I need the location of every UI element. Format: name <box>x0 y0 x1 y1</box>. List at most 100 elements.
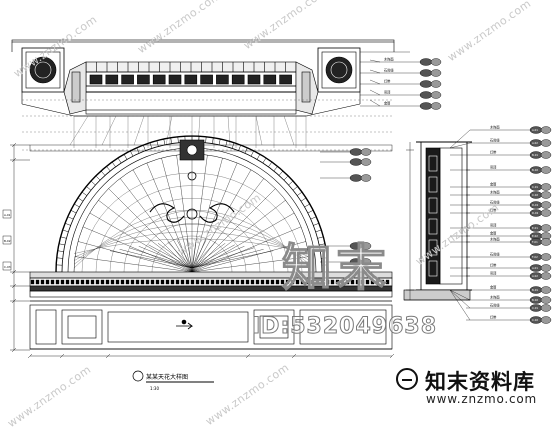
dentil <box>151 280 154 284</box>
right-callout-label: 石膏线 <box>490 252 500 257</box>
top-callout-label: 吊顶 <box>384 91 391 95</box>
callout-leader <box>370 90 380 95</box>
callout-tag <box>350 159 362 166</box>
callout-tag <box>420 59 432 66</box>
callout-tag <box>541 140 551 147</box>
watermark-logo-text: 知末 <box>282 228 390 300</box>
arch-bead <box>257 154 260 159</box>
callout-tag <box>420 81 432 88</box>
arch-bead <box>68 217 73 219</box>
callout-tag <box>431 70 441 77</box>
callout-tag <box>431 103 441 110</box>
callout-tag-code: D-01 <box>532 203 539 207</box>
right-callout-label: 木饰面 <box>490 190 500 195</box>
coffer <box>106 75 118 84</box>
right-callout-label: 吊顶 <box>490 166 497 170</box>
arch-bead <box>150 143 152 149</box>
arch-bead <box>164 139 165 145</box>
dentil <box>206 280 209 284</box>
arch-bead <box>118 158 121 163</box>
dentil <box>271 280 274 284</box>
dentil <box>51 280 54 284</box>
top-callout-label: 木饰面 <box>384 57 394 62</box>
callout-tag-code: C-01 <box>532 185 538 189</box>
callout-tag-code: F-01 <box>532 240 538 244</box>
callout-tag <box>361 149 371 156</box>
dentil <box>66 280 69 284</box>
dentil <box>116 280 119 284</box>
arch-bead <box>178 137 179 143</box>
callout-tag <box>541 192 551 199</box>
callout-tag <box>541 265 551 272</box>
dentil <box>36 280 39 284</box>
arch-bead <box>96 176 100 180</box>
coffer <box>122 75 134 84</box>
dentil <box>266 280 269 284</box>
right-callout-label: 吊顶 <box>490 224 497 228</box>
arch-bead <box>245 148 247 153</box>
fan-line <box>192 251 273 268</box>
callout-tag-code: A-01 <box>532 128 538 132</box>
arch-bead <box>65 223 71 225</box>
coffer <box>201 75 213 84</box>
left-tag-label: B-02 <box>4 239 11 243</box>
dentil <box>201 280 204 284</box>
arch-bead <box>289 181 293 185</box>
arch-bead <box>297 192 302 196</box>
dentil <box>246 280 249 284</box>
dentil <box>106 280 109 284</box>
arch-bead <box>293 186 298 190</box>
callout-tag <box>541 202 551 209</box>
callout-tag <box>541 210 551 217</box>
callout-tag <box>431 92 441 99</box>
arch-bead <box>251 151 254 156</box>
guide-line <box>284 116 294 145</box>
top-callout-label: 金箔 <box>384 101 390 106</box>
dentil <box>196 280 199 284</box>
brand-url: www.znzmo.com <box>426 392 537 406</box>
drawing-title-block: 某某天花大样图 1:30 <box>133 371 214 391</box>
guide-line <box>256 116 262 145</box>
arch-bead <box>263 158 266 163</box>
callout-tag <box>541 127 551 134</box>
callout-leader <box>370 80 380 84</box>
callout-tag-code: A-01 <box>532 266 538 270</box>
top-callout-label: 石膏线 <box>384 68 394 73</box>
arch-bead <box>239 145 241 151</box>
callout-tag-code: B-01 <box>532 153 538 157</box>
arch-bead <box>206 137 207 143</box>
right-section <box>404 142 472 300</box>
guide-line <box>102 116 116 145</box>
top-section <box>12 40 394 116</box>
dentil <box>276 280 279 284</box>
fan-line <box>192 249 264 268</box>
callout-tag <box>541 167 551 174</box>
coffer <box>169 75 181 84</box>
callout-tag-code: A-02 <box>532 141 538 145</box>
right-callout-label: 灯带 <box>490 150 497 155</box>
arch-bead <box>112 162 116 167</box>
coffer <box>90 75 102 84</box>
dentil <box>166 280 169 284</box>
dentil <box>241 280 244 284</box>
arch-bead <box>82 192 87 196</box>
cad-elevation-drawing: 某某天花大样图 1:30 A-01B-02C-03木饰面A-01石膏线A-02灯… <box>0 0 560 420</box>
callout-tag-code: A-02 <box>532 274 538 278</box>
dentil <box>141 280 144 284</box>
right-callout-label: 金箔 <box>490 182 496 187</box>
dentil <box>56 280 59 284</box>
callout-tag <box>541 317 551 324</box>
coffer <box>137 75 149 84</box>
dentil <box>161 280 164 284</box>
callout-tag <box>541 273 551 280</box>
dentil <box>186 280 189 284</box>
arch-bead <box>143 145 145 151</box>
arch-bead <box>311 217 316 219</box>
dentil <box>221 280 224 284</box>
right-callout-label: 灯带 <box>490 263 497 268</box>
callout-tag <box>541 239 551 246</box>
arch-bead <box>279 171 283 175</box>
dentil <box>86 280 89 284</box>
callout-tag-code: B-02 <box>532 298 538 302</box>
left-tag-label: A-01 <box>4 213 11 217</box>
